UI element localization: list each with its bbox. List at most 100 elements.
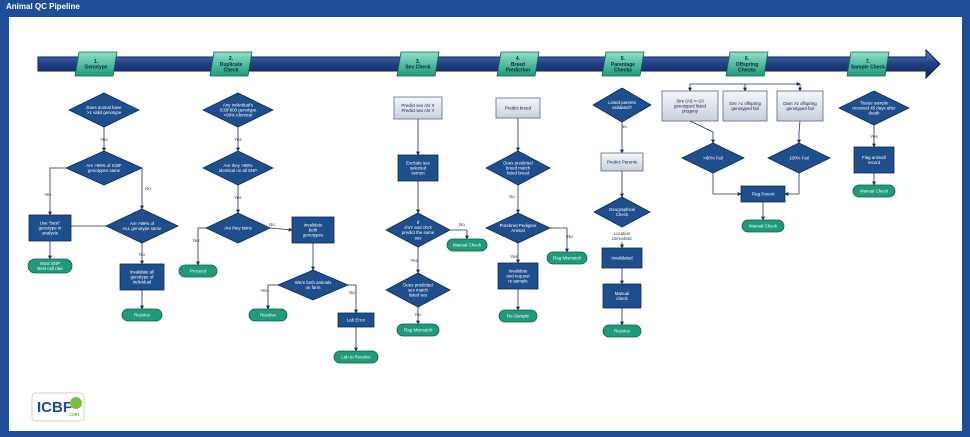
stage-4-label-line: Prediction	[506, 68, 530, 74]
node-d-d3-line: Are they twins	[224, 226, 252, 231]
edge-37	[712, 173, 742, 196]
node-d-invalidate-line: Invalidate	[304, 222, 323, 227]
icbf-logo: ICBF .com	[31, 392, 85, 422]
edge-label-2: Yes	[44, 192, 52, 197]
edge-label-17: No	[621, 124, 627, 129]
node-d-lab-error-line: Lab Error	[347, 318, 366, 323]
node-s-predict-line: Predict sex chr Y	[401, 108, 434, 113]
node-o-d80: >80% Fail	[681, 142, 745, 174]
node-p-location-line: Location	[614, 231, 631, 236]
node-o-sire10-line: genotyped listed	[674, 104, 707, 109]
node-s-exclude-line: selected	[410, 166, 427, 171]
node-s-exclude-line: semen	[411, 171, 425, 176]
node-o-manual-line: Manual Check	[749, 224, 778, 229]
node-p-resolve: Resolve	[602, 324, 642, 338]
node-d-d2-line: identical on all SNP	[219, 168, 257, 173]
edge-2	[48, 167, 66, 216]
node-d-d4-line: Were both animals	[295, 280, 332, 285]
edge-label-11: No	[459, 222, 465, 227]
node-d-lab-resolve-line: Lab to Resolve	[341, 355, 371, 360]
node-d-resolve-line: Resolve	[260, 313, 276, 318]
stage-6-label-line: 6.	[745, 56, 750, 62]
edge-label-3: No	[145, 186, 151, 191]
node-p-invalidated: Invalidated	[601, 247, 643, 269]
node-b-d2-line: Purebred Pedigree	[500, 223, 537, 228]
node-t-flag: Flag animal/record	[853, 146, 895, 174]
node-b-flag: Flag Mismatch	[546, 251, 588, 265]
node-t-manual-line: Manual Check	[860, 189, 889, 194]
edge-label-12: Yes	[410, 258, 418, 263]
node-s-exclude-line: Exclude sex	[406, 160, 430, 165]
node-g-resolve-line: Resolve	[134, 313, 150, 318]
stage-5-label-line: Parentage	[611, 62, 635, 68]
node-t-d1-line: death	[869, 111, 881, 116]
window-title: Animal QC Pipeline	[6, 2, 80, 11]
node-g-invalidate-line: individual	[133, 280, 151, 285]
node-g-use-best-line: analysis	[42, 231, 59, 236]
node-d-d2: Are they >99%identical on all SNP	[202, 150, 274, 186]
node-d-proceed: Proceed	[178, 264, 218, 278]
node-s-d2-line: sex match	[408, 288, 429, 293]
node-s-d1-line: If	[417, 220, 420, 225]
node-t-manual: Manual Check	[852, 184, 896, 198]
node-s-d2-line: listed sex	[409, 293, 428, 298]
edge-10	[196, 227, 206, 266]
node-g-d1-line: Does animal have	[86, 105, 122, 110]
node-p-invalidated-line: Invalidated	[611, 256, 633, 261]
edge-label-6: Yes	[234, 195, 242, 200]
edge-label-9: Yes	[260, 288, 268, 293]
node-o-sire10-line: progeny	[682, 109, 699, 114]
node-g-most-snp-line: Best call rate	[37, 266, 63, 271]
node-b-d1-line: listed breed	[507, 171, 530, 176]
node-t-flag-line: record	[868, 160, 881, 165]
node-p-predict: Predict Parents	[600, 152, 644, 172]
stage-4-label-line: 4.	[516, 56, 521, 62]
node-o-flag-line: Flag Parent	[752, 192, 775, 197]
node-d-invalidate-line: genotypes	[303, 233, 324, 238]
edge-label-18: Yes	[870, 134, 878, 139]
node-s-d1-line: sex	[415, 235, 423, 240]
node-o-dam2-line: genotyped fail	[786, 106, 813, 111]
node-g-d3-line: Are >99% of	[130, 221, 155, 226]
node-t-d1-line: received 45 days after	[852, 106, 896, 111]
edge-13	[266, 284, 278, 310]
node-p-location-line: Unrealistic	[612, 236, 633, 241]
node-s-flag-line: Flag Mismatch	[404, 328, 433, 333]
node-b-invalidate-line: re-sample	[508, 279, 528, 284]
stage-6-label-line: Offspring	[736, 62, 759, 68]
node-o-d100-line: 100% Fail	[789, 156, 809, 161]
node-s-predict-line: Predict sex chr X	[401, 103, 434, 108]
node-p-d1-line: validated?	[612, 105, 633, 110]
edge-label-5: Yes	[234, 137, 242, 142]
node-d-invalidate-line: both	[309, 228, 318, 233]
node-g-d1: Does animal have>1 valid genotype	[68, 92, 140, 128]
title-bar: Animal QC Pipeline	[0, 0, 970, 16]
node-g-invalidate-line: genotype of	[131, 275, 155, 280]
node-b-d1-line: Does predicted	[503, 160, 533, 165]
node-o-sire1-line: genotyped fail	[731, 106, 758, 111]
node-d-d3: Are they twins	[205, 212, 271, 244]
node-t-d1-line: Tissue sample	[860, 100, 889, 105]
node-d-lab-error: Lab Error	[337, 312, 375, 328]
edge-label-4: No	[139, 252, 145, 257]
stage-7-label-line: 7.	[866, 59, 871, 65]
edge-label-15: No	[567, 234, 573, 239]
node-b-resample-line: Re-Sample	[507, 314, 530, 319]
